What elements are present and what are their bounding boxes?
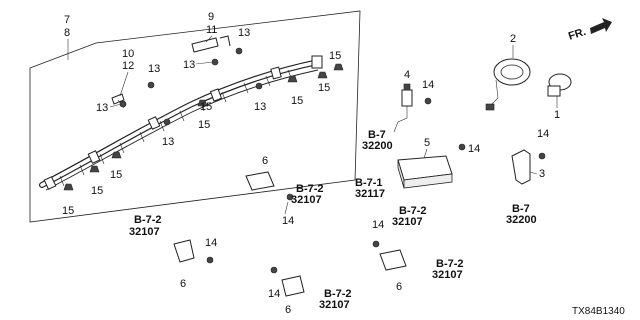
side-sensor-6-d: 14 6 B-7-2 32107 (372, 219, 464, 293)
callout-2: 2 (510, 33, 516, 45)
callout-10: 10 (122, 48, 134, 60)
callout-15-d: 15 (110, 169, 122, 181)
ref-b72-b: B-7-2 (296, 183, 324, 195)
sensor-4: 4 14 B-7 32200 (362, 69, 434, 152)
side-sensor-6-b: B-7-2 32107 14 6 (129, 214, 217, 290)
ref-b72-a: B-7-2 (399, 205, 427, 217)
callout-12: 12 (122, 60, 134, 72)
callout-13-f: 13 (162, 136, 174, 148)
callout-15-f: 15 (62, 205, 74, 217)
bolt-icon (147, 81, 155, 89)
bolt-icon (424, 97, 432, 105)
clip-icon (63, 183, 74, 191)
clip-icon (287, 75, 298, 83)
clip-icon (197, 99, 208, 107)
bolt-icon (286, 193, 294, 201)
bolt-13-group (119, 47, 263, 126)
callout-15-b: 15 (291, 95, 303, 107)
callout-8: 8 (64, 27, 70, 39)
side-sensor-6-a: 6 14 B-7-2 32107 (245, 155, 324, 227)
direction-label: FR. (567, 26, 588, 43)
curtain-airbag-box (29, 10, 361, 223)
callout-13-d: 13 (238, 27, 250, 39)
callout-13-b: 13 (96, 102, 108, 114)
callout-3: 3 (539, 168, 545, 180)
ref-32107-b: 32107 (291, 194, 322, 206)
ref-32200-a: 32200 (362, 140, 393, 152)
callout-14-b: 14 (468, 143, 480, 155)
diagram-code: TX84B1340 (572, 306, 625, 317)
bolt-icon (372, 240, 380, 248)
curtain-airbag (39, 35, 323, 191)
callout-15-g: 15 (318, 82, 330, 94)
ref-32107-e: 32107 (432, 269, 463, 281)
clip-icon (111, 151, 122, 159)
bolt-icon (163, 118, 171, 126)
ref-32107-c: 32107 (129, 226, 160, 238)
side-sensor-6-c: 14 6 B-7-2 32107 (268, 266, 352, 316)
clip-icon (89, 165, 100, 173)
clip-icon (333, 63, 344, 71)
bolt-icon (458, 143, 466, 151)
bolt-icon (538, 152, 546, 160)
bolt-icon (255, 82, 263, 90)
front-arrow-icon: FR. (567, 18, 612, 43)
bolt-icon (235, 47, 243, 55)
clip-icon (317, 71, 328, 79)
ref-b71: B-7-1 (355, 177, 383, 189)
callout-15-h: 15 (200, 101, 212, 113)
ref-b72-d: B-7-2 (324, 288, 352, 300)
callout-14-g: 14 (372, 219, 384, 231)
callout-13-a: 13 (148, 63, 160, 75)
bracket-3: 14 3 B-7 32200 (506, 128, 549, 226)
callout-5: 5 (424, 137, 430, 149)
callout-15-a: 15 (329, 50, 341, 62)
ref-32107-a: 32107 (392, 216, 423, 228)
callout-14-e: 14 (205, 237, 217, 249)
callout-9: 9 (208, 11, 214, 23)
callout-6-d: 6 (396, 281, 402, 293)
clock-spring-2: 2 (485, 33, 531, 111)
ref-32107-d: 32107 (319, 299, 350, 311)
callout-6-c: 6 (285, 304, 291, 316)
callout-14-a: 14 (422, 79, 434, 91)
ref-b72-c: B-7-2 (134, 214, 162, 226)
curtain-callouts: 7 8 9 11 10 12 13 13 13 13 13 13 15 15 1… (62, 11, 341, 217)
ref-b72-e: B-7-2 (436, 258, 464, 270)
bolt-icon (206, 256, 214, 264)
callout-13-e: 13 (254, 101, 266, 113)
ref-32200-b: 32200 (506, 214, 537, 226)
ref-32117: 32117 (355, 188, 385, 200)
ref-b7-b: B-7 (512, 203, 530, 215)
callout-15-c: 15 (198, 119, 210, 131)
callout-6-b: 6 (180, 278, 186, 290)
callout-11: 11 (206, 24, 217, 36)
callout-14-c: 14 (537, 128, 549, 140)
callout-7: 7 (64, 14, 70, 26)
sensor-1: 1 (547, 73, 572, 121)
callout-6-a: 6 (262, 155, 268, 167)
clip-15-group (63, 63, 344, 191)
ref-b7-a: B-7 (368, 129, 386, 141)
callout-13-c: 13 (183, 59, 195, 71)
callout-14-d: 14 (282, 215, 294, 227)
callout-14-f: 14 (268, 288, 280, 300)
callout-15-e: 15 (91, 185, 103, 197)
callout-1: 1 (554, 109, 560, 121)
callout-4: 4 (404, 69, 410, 81)
bolt-icon (270, 266, 278, 274)
srs-unit-5: 5 14 B-7-1 32117 B-7-2 32107 (355, 137, 480, 228)
